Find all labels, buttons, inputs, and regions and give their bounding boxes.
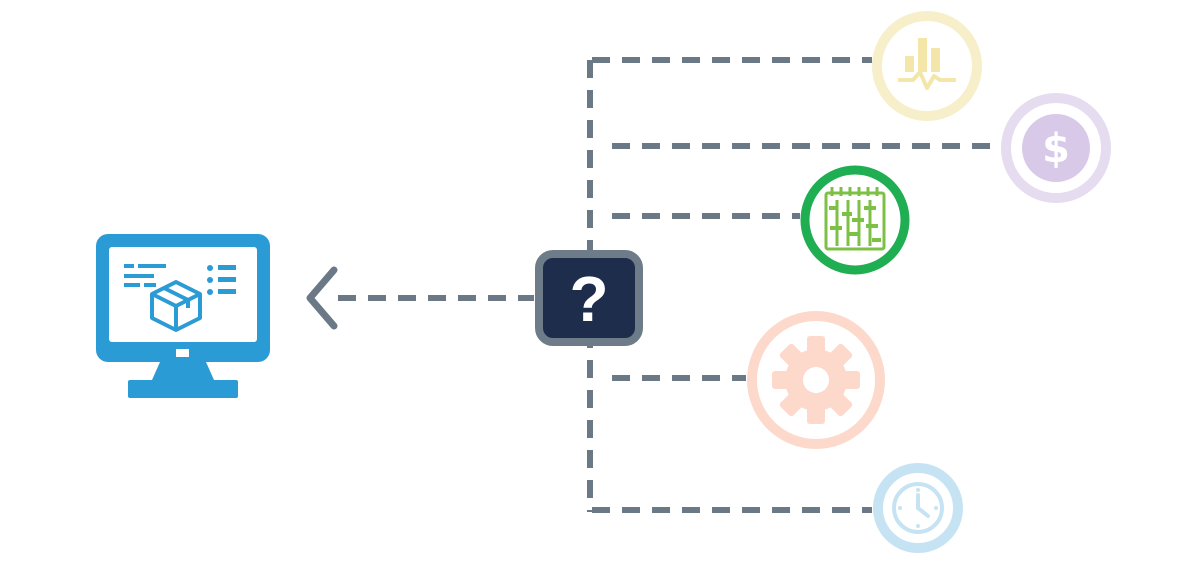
- hub-question-box: ?: [535, 250, 643, 346]
- dollar-icon: $: [1001, 93, 1111, 203]
- schedule-calendar-icon: [800, 165, 910, 275]
- svg-text:$: $: [1042, 126, 1070, 172]
- computer-with-package-icon: [96, 234, 270, 398]
- arrow-head-icon: [306, 266, 338, 330]
- connectors: [306, 57, 1000, 513]
- clock-icon: [873, 463, 963, 553]
- bar-chart-pulse-icon: [872, 11, 982, 121]
- hub-symbol: ?: [569, 263, 608, 335]
- gear-icon: [747, 311, 885, 449]
